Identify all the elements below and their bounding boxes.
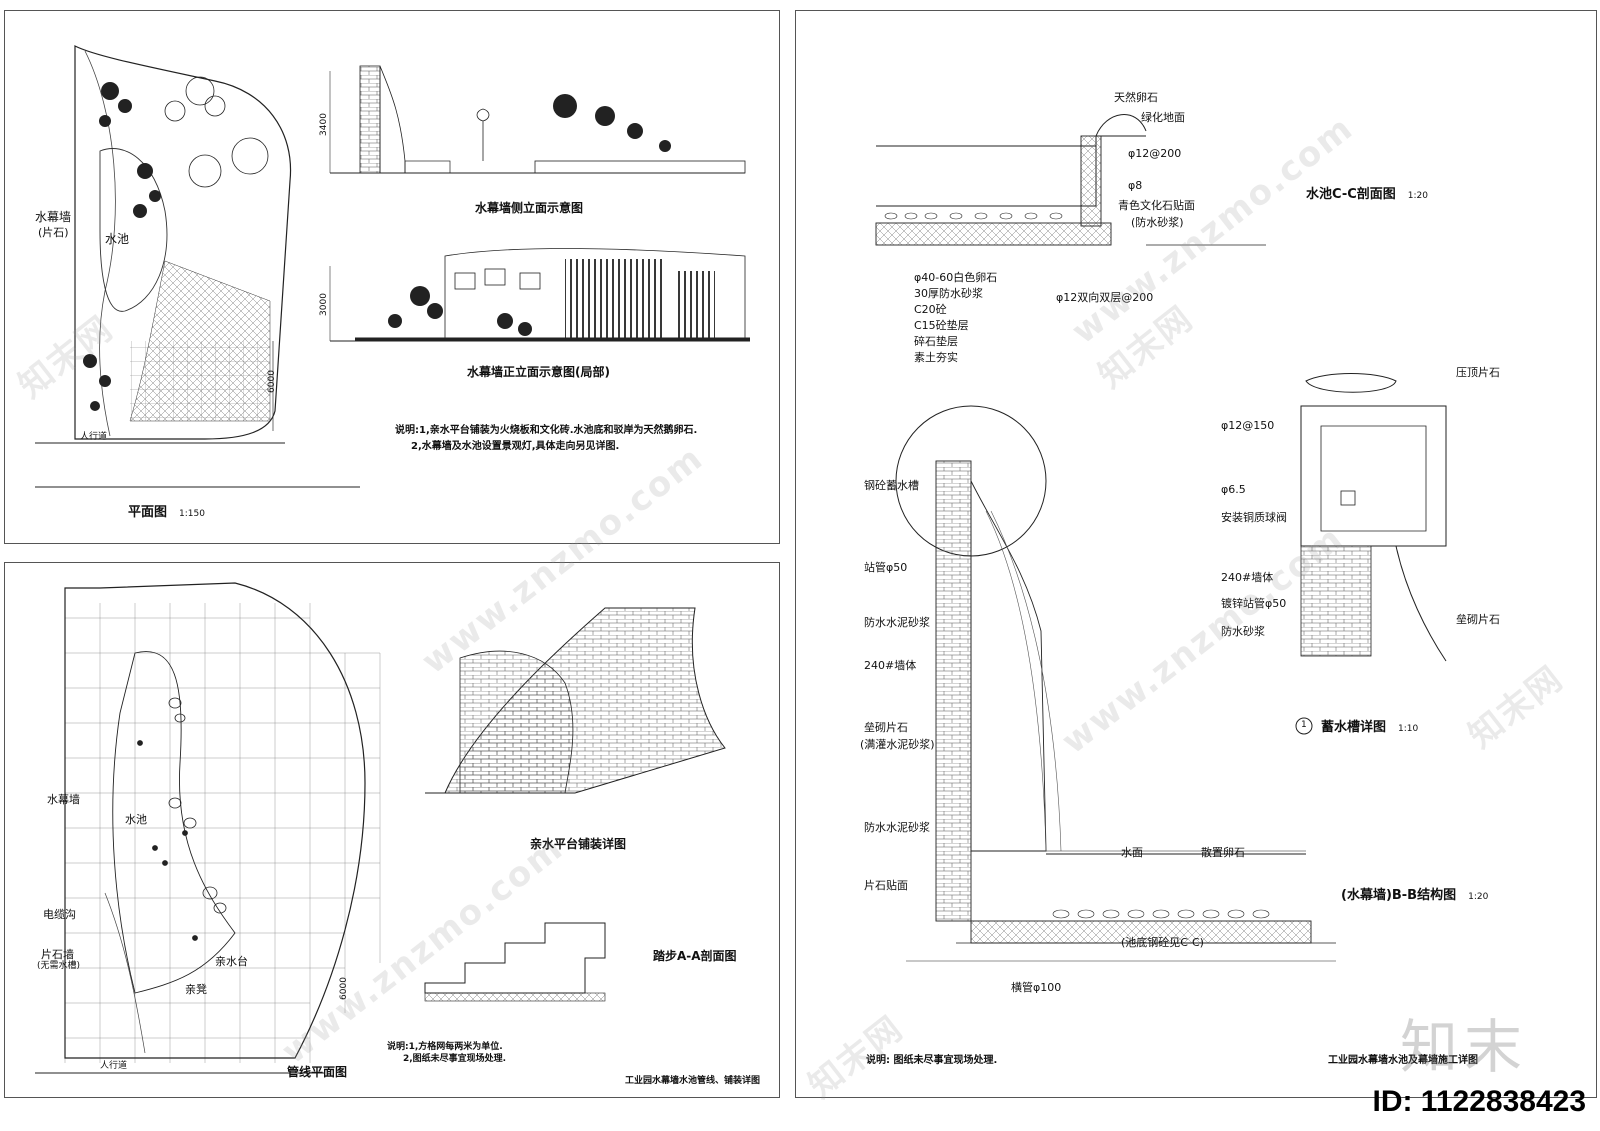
dim-3000: 3000 — [318, 293, 329, 316]
tank-label-stone: 垒砌片石 — [1456, 613, 1500, 626]
sheet-plan-elevation: 水幕墙 (片石) 水池 人行道 6000 平面图 1:150 3400 水幕墙侧立… — [4, 10, 780, 544]
pipe-label-curtain-wall: 水幕墙 — [47, 793, 80, 806]
bb-label-scatter: 散置卵石 — [1201, 846, 1245, 859]
pipe-label-platform: 亲水台 — [215, 955, 248, 968]
pipe-sheet-title: 工业园水幕墙水池管线、铺装详图 — [625, 1076, 761, 1086]
structure-sheet-title: 工业园水幕墙水池及幕墙施工详图 — [1328, 1055, 1478, 1066]
pipe-label-ditch: 电缆沟 — [43, 908, 76, 921]
bb-label-pipe: 站管φ50 — [864, 561, 908, 574]
cc-title-text: 水池C-C剖面图 — [1306, 187, 1396, 202]
cc-scale: 1:20 — [1407, 191, 1428, 201]
cc-label-rebar2: φ8 — [1128, 179, 1143, 192]
pipe-note-2: 2,图纸未尽事宜现场处理. — [403, 1054, 507, 1064]
bb-label-horizontal-pipe: 横管φ100 — [1011, 981, 1062, 994]
bb-label-mortar1: 防水水泥砂浆 — [864, 616, 930, 629]
pipe-label-bench: 亲凳 — [185, 983, 207, 996]
cc-title: 水池C-C剖面图 1:20 — [1306, 183, 1428, 202]
step-title: 踏步A-A剖面图 — [653, 949, 737, 963]
bb-title-text: (水幕墙)B-B结构图 — [1341, 888, 1457, 903]
tank-scale: 1:10 — [1398, 724, 1419, 734]
label-pool: 水池 — [105, 232, 130, 246]
image-id: ID: 1122838423 — [1372, 1085, 1586, 1118]
tank-label-pipe: 镀锌站管φ50 — [1221, 597, 1287, 610]
plan-scale: 1:150 — [179, 509, 205, 519]
bb-title: (水幕墙)B-B结构图 1:20 — [1341, 884, 1488, 903]
dim-6000: 6000 — [266, 370, 277, 393]
tank-label-rebar1: φ12@150 — [1221, 419, 1275, 432]
cc-label-rebar3: φ12双向双层@200 — [1056, 291, 1154, 304]
tank-label-wall: 240#墙体 — [1221, 571, 1274, 584]
bb-label-water: 水面 — [1121, 846, 1143, 859]
plan-title: 平面图 1:150 — [128, 501, 205, 520]
tank-label-rebar2: φ6.5 — [1221, 483, 1246, 496]
bb-label-stone: 垒砌片石 — [864, 721, 908, 734]
cc-label-tile-sub: (防水砂浆) — [1131, 216, 1184, 229]
elevation-note-2: 2,水幕墙及水池设置景观灯,具体走向另见详图. — [411, 441, 620, 452]
pipe-note-1: 说明:1,方格网每两米为单位. — [387, 1042, 503, 1052]
structure-drawing — [875, 114, 1447, 962]
tank-title-text: 蓄水槽详图 — [1321, 720, 1387, 735]
cc-label-rebar1: φ12@200 — [1128, 147, 1182, 160]
cc-layer-3: C20砼 — [914, 303, 947, 316]
pipe-drawing — [35, 582, 726, 1074]
cc-layer-list: φ40-60白色卵石 30厚防水砂浆 C20砼 C15砼垫层 碎石垫层 素土夯实 — [914, 271, 997, 364]
label-sidewalk: 人行道 — [80, 432, 108, 442]
cc-label-tile: 青色文化石贴面 — [1118, 199, 1195, 212]
structure-bottom-note: 说明: 图纸未尽事宜现场处理. — [866, 1055, 998, 1066]
sheet-structure: 天然卵石 绿化地面 φ12@200 φ8 青色文化石贴面 (防水砂浆) φ12双… — [795, 10, 1597, 1098]
tank-label-mortar: 防水砂浆 — [1221, 625, 1265, 638]
tank-label-cap: 压顶片石 — [1456, 366, 1500, 379]
bb-label-tank: 钢砼蓄水槽 — [864, 479, 919, 492]
dim-3400: 3400 — [318, 113, 329, 136]
pipe-label-stone-wall: 片石墙 — [41, 948, 74, 961]
bb-label-stone-sub: (满灌水泥砂浆) — [860, 738, 935, 751]
pipe-dim-6000: 6000 — [338, 977, 349, 1000]
cc-layer-2: 30厚防水砂浆 — [914, 287, 983, 300]
elevation-note-1: 说明:1,亲水平台铺装为火烧板和文化砖.水池底和驳岸为天然鹅卵石. — [395, 425, 698, 436]
cc-label-green: 绿化地面 — [1141, 111, 1185, 124]
watermark-logo: 知末 — [1400, 1013, 1529, 1081]
paving-title: 亲水平台铺装详图 — [530, 837, 627, 851]
sheet-pipe-plan: 水幕墙 水池 亲水台 亲凳 电缆沟 片石墙 (无需水槽) 人行道 6000 管线… — [4, 562, 780, 1098]
front-elevation-title: 水幕墙正立面示意图(局部) — [467, 365, 610, 379]
label-curtain-wall-sub: (片石) — [38, 226, 69, 239]
bb-scale: 1:20 — [1468, 892, 1489, 902]
plan-title-text: 平面图 — [128, 505, 168, 520]
tank-circle-number: 1 — [1301, 720, 1307, 730]
pipe-label-stone-wall-sub: (无需水槽) — [37, 961, 81, 971]
cc-layer-1: φ40-60白色卵石 — [914, 271, 998, 284]
tank-label-valve: 安装铜质球阀 — [1221, 511, 1287, 524]
cc-layer-4: C15砼垫层 — [914, 319, 969, 332]
bb-label-mortar2: 防水水泥砂浆 — [864, 821, 930, 834]
cc-layer-6: 素土夯实 — [914, 351, 958, 364]
pipe-plan-title: 管线平面图 — [287, 1065, 348, 1079]
cc-label-pebble: 天然卵石 — [1114, 91, 1158, 104]
pipe-label-sidewalk: 人行道 — [100, 1061, 128, 1071]
side-elevation-title: 水幕墙侧立面示意图 — [475, 201, 584, 215]
bb-label-wall: 240#墙体 — [864, 659, 917, 672]
bb-label-veneer: 片石贴面 — [864, 879, 908, 892]
label-curtain-wall: 水幕墙 — [35, 210, 72, 224]
cc-layer-5: 碎石垫层 — [914, 335, 958, 348]
pipe-label-pool: 水池 — [125, 813, 147, 826]
plan-drawing — [35, 45, 750, 488]
tank-title: 蓄水槽详图 1:10 — [1321, 716, 1418, 735]
bb-label-bottom: (池底钢砼见C-C) — [1121, 936, 1204, 949]
